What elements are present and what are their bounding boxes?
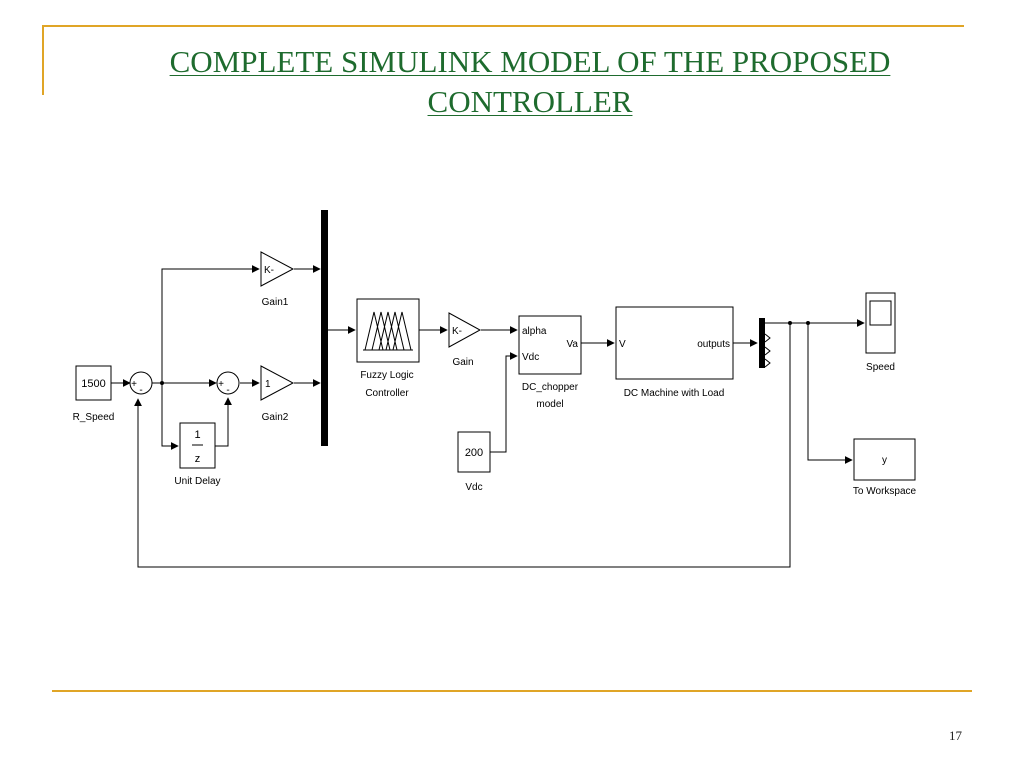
machine-port-v: V	[619, 339, 626, 350]
unit-delay-denominator: z	[195, 453, 201, 465]
unit-delay-numerator: 1	[194, 429, 200, 441]
sum1-minus-sign: -	[139, 385, 142, 396]
machine-port-outputs: outputs	[697, 339, 730, 350]
gain-value: K-	[452, 326, 462, 337]
unit-delay-block[interactable]: 1 z Unit Delay	[174, 422, 221, 487]
gain2-value: 1	[265, 379, 271, 390]
dc-chopper-block[interactable]: alpha Vdc Va DC_chopper model	[518, 315, 582, 410]
to-workspace-block[interactable]: y To Workspace	[853, 438, 917, 497]
chopper-port-vdc: Vdc	[522, 352, 539, 363]
sum2-block[interactable]: + -	[216, 371, 240, 396]
dc-machine-block[interactable]: V outputs DC Machine with Load	[615, 306, 734, 399]
signal-speed-to-workspace	[807, 323, 853, 464]
page-number: 17	[949, 728, 962, 743]
signal-error-to-delay	[161, 383, 179, 450]
speed-scope-block[interactable]: Speed	[865, 292, 896, 373]
signal-vdc-to-chopper	[490, 352, 518, 453]
fuzzy-label-line-2: Controller	[365, 388, 409, 399]
membership-functions-icon	[363, 311, 413, 351]
chopper-label-line-2: model	[536, 399, 563, 410]
vdc-label: Vdc	[465, 482, 482, 493]
r-speed-value: 1500	[81, 378, 105, 390]
r-speed-label: R_Speed	[73, 412, 115, 423]
mux-bar[interactable]	[321, 210, 328, 446]
signal-speed-feedback	[134, 323, 791, 568]
fuzzy-label-line-1: Fuzzy Logic	[360, 370, 413, 381]
slide-title-line-1: COMPLETE SIMULINK MODEL OF THE PROPOSED	[169, 44, 891, 79]
vdc-constant-block[interactable]: 200 Vdc	[457, 431, 491, 493]
fuzzy-logic-controller-block[interactable]: Fuzzy Logic Controller	[356, 298, 420, 399]
slide-title: COMPLETE SIMULINK MODEL OF THE PROPOSED …	[60, 42, 1000, 122]
gain1-block[interactable]: K- Gain1	[260, 251, 295, 308]
gain2-block[interactable]: 1 Gain2	[260, 365, 295, 423]
signal-delay-to-sum2	[215, 397, 232, 447]
gain2-label: Gain2	[262, 412, 289, 423]
gain-block[interactable]: K- Gain	[448, 312, 482, 368]
slide-title-line-2: CONTROLLER	[427, 84, 633, 119]
sum2-minus-sign: -	[226, 385, 229, 396]
chopper-port-alpha: alpha	[522, 326, 547, 337]
unit-delay-label: Unit Delay	[174, 476, 220, 487]
gain-label: Gain	[452, 357, 473, 368]
branch-point	[806, 321, 810, 325]
gain1-value: K-	[264, 265, 274, 276]
sum1-block[interactable]: + -	[129, 371, 153, 396]
sum1-plus-sign: +	[131, 379, 137, 390]
to-workspace-label: To Workspace	[853, 486, 917, 497]
machine-label: DC Machine with Load	[624, 388, 725, 399]
branch-point	[160, 381, 164, 385]
bus-selector-block[interactable]	[759, 318, 771, 368]
scope-label: Speed	[866, 362, 895, 373]
r-speed-block[interactable]: 1500 R_Speed	[73, 365, 115, 423]
vdc-value: 200	[465, 447, 483, 459]
to-workspace-value: y	[882, 455, 887, 466]
chopper-label-line-1: DC_chopper	[522, 382, 579, 393]
gain1-label: Gain1	[262, 297, 289, 308]
sum2-plus-sign: +	[218, 379, 224, 390]
branch-point	[788, 321, 792, 325]
signal-sum1-to-gain1	[161, 265, 260, 383]
scope-screen-icon	[869, 300, 892, 326]
chopper-port-va: Va	[567, 339, 579, 350]
